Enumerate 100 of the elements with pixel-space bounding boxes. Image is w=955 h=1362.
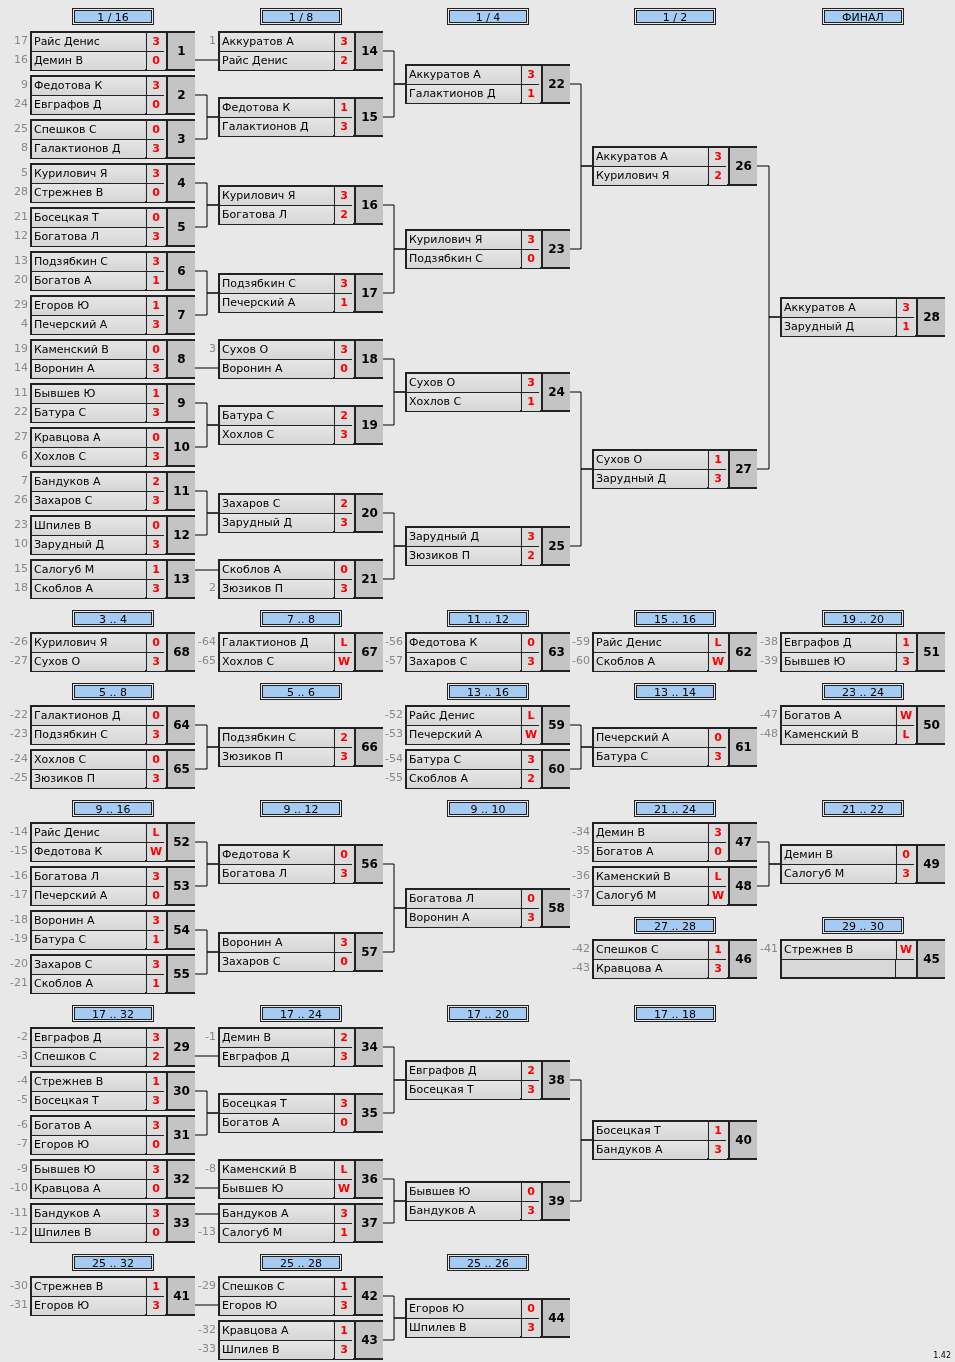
bracket-line [194, 1187, 219, 1189]
match-number: 15 [354, 99, 383, 135]
score: 3 [334, 748, 353, 766]
bracket-line [569, 1139, 593, 1202]
round-header: 17 .. 32 [74, 1007, 152, 1020]
seed-number: -54 [384, 751, 403, 767]
player-name: Босецкая Т [32, 1092, 145, 1110]
seed-number: -23 [9, 726, 28, 742]
score: L [334, 634, 353, 652]
match-number: 16 [354, 187, 383, 223]
seed-number: 17 [13, 33, 28, 49]
score: 1 [146, 931, 165, 949]
bracket-line [569, 165, 593, 250]
seed-number: -7 [16, 1136, 28, 1152]
round-header: 29 .. 30 [824, 919, 902, 932]
match-box [405, 705, 570, 745]
player-name: Зарудный Д [782, 318, 895, 336]
score: 3 [521, 909, 540, 927]
match-number: 6 [166, 253, 195, 289]
score: 2 [334, 52, 353, 70]
seed-number: 12 [13, 228, 28, 244]
player-name: Хохлов С [32, 448, 145, 466]
round-header: 9 .. 12 [262, 802, 340, 815]
score: 3 [146, 1205, 165, 1223]
seed-number: -1 [204, 1029, 216, 1045]
bracket-line [194, 116, 219, 140]
score: W [334, 1180, 353, 1198]
match-box [30, 1276, 195, 1316]
score: 0 [334, 953, 353, 971]
score: 3 [146, 140, 165, 158]
seed-number: 2 [208, 580, 216, 596]
match-number: 51 [916, 634, 945, 670]
score: 3 [146, 253, 165, 271]
seed-number: -39 [759, 653, 778, 669]
match-box [405, 1298, 570, 1338]
match-number: 12 [166, 517, 195, 553]
score: 2 [521, 770, 540, 788]
score: 0 [334, 846, 353, 864]
round-header: 9 .. 10 [449, 802, 527, 815]
match-box [780, 844, 945, 884]
seed-number: -29 [197, 1278, 216, 1294]
score: 3 [146, 580, 165, 598]
score: L [521, 707, 540, 725]
score: 3 [146, 536, 165, 554]
match-box [30, 75, 195, 115]
seed-number: 16 [13, 52, 28, 68]
match-number: 10 [166, 429, 195, 465]
match-box [30, 207, 195, 247]
bracket-line [194, 1213, 219, 1215]
score: 0 [146, 1224, 165, 1242]
seed-number: -18 [9, 912, 28, 928]
match-box [780, 939, 945, 979]
seed-number: -13 [197, 1224, 216, 1240]
match-box [592, 1120, 757, 1160]
match-number: 67 [354, 634, 383, 670]
player-name: Печерский А [220, 294, 333, 312]
player-name: Богатова Л [220, 865, 333, 883]
score: 3 [521, 1081, 540, 1099]
seed-number: -30 [9, 1278, 28, 1294]
score: 0 [146, 121, 165, 139]
player-name: Богатова Л [32, 228, 145, 246]
match-box [30, 632, 195, 672]
player-name: Зюзиков П [220, 748, 333, 766]
seed-number: 29 [13, 297, 28, 313]
score: W [708, 887, 727, 905]
player-name: Шпилев В [407, 1319, 520, 1337]
player-name: Сухов О [32, 653, 145, 671]
player-name: Спешков С [32, 1048, 145, 1066]
match-number: 5 [166, 209, 195, 245]
score: 3 [708, 1141, 727, 1159]
score: 3 [334, 1205, 353, 1223]
match-number: 34 [354, 1029, 383, 1065]
match-box [30, 705, 195, 745]
match-number: 8 [166, 341, 195, 377]
score: 1 [146, 297, 165, 315]
bracket-line [382, 545, 406, 580]
round-header: 19 .. 20 [824, 612, 902, 625]
score: 2 [146, 1048, 165, 1066]
match-box [405, 229, 570, 269]
score: 0 [708, 843, 727, 861]
round-header: 1 / 2 [636, 10, 714, 23]
player-name: Печерский А [32, 316, 145, 334]
score: 3 [521, 66, 540, 84]
seed-number: -27 [9, 653, 28, 669]
seed-number: -22 [9, 707, 28, 723]
score: 3 [334, 1095, 353, 1113]
match-box [218, 97, 383, 137]
score: W [146, 843, 165, 861]
score: 2 [521, 1062, 540, 1080]
score: 2 [708, 167, 727, 185]
bracket-line [194, 569, 219, 571]
bracket-line [194, 1304, 219, 1306]
round-header: 1 / 4 [449, 10, 527, 23]
player-name: Воронин А [220, 360, 333, 378]
player-name: Егоров Ю [220, 1297, 333, 1315]
player-name: Егоров Ю [32, 1136, 145, 1154]
score: 0 [521, 1300, 540, 1318]
match-box [405, 372, 570, 412]
round-header: 15 .. 16 [636, 612, 714, 625]
score: 2 [334, 495, 353, 513]
